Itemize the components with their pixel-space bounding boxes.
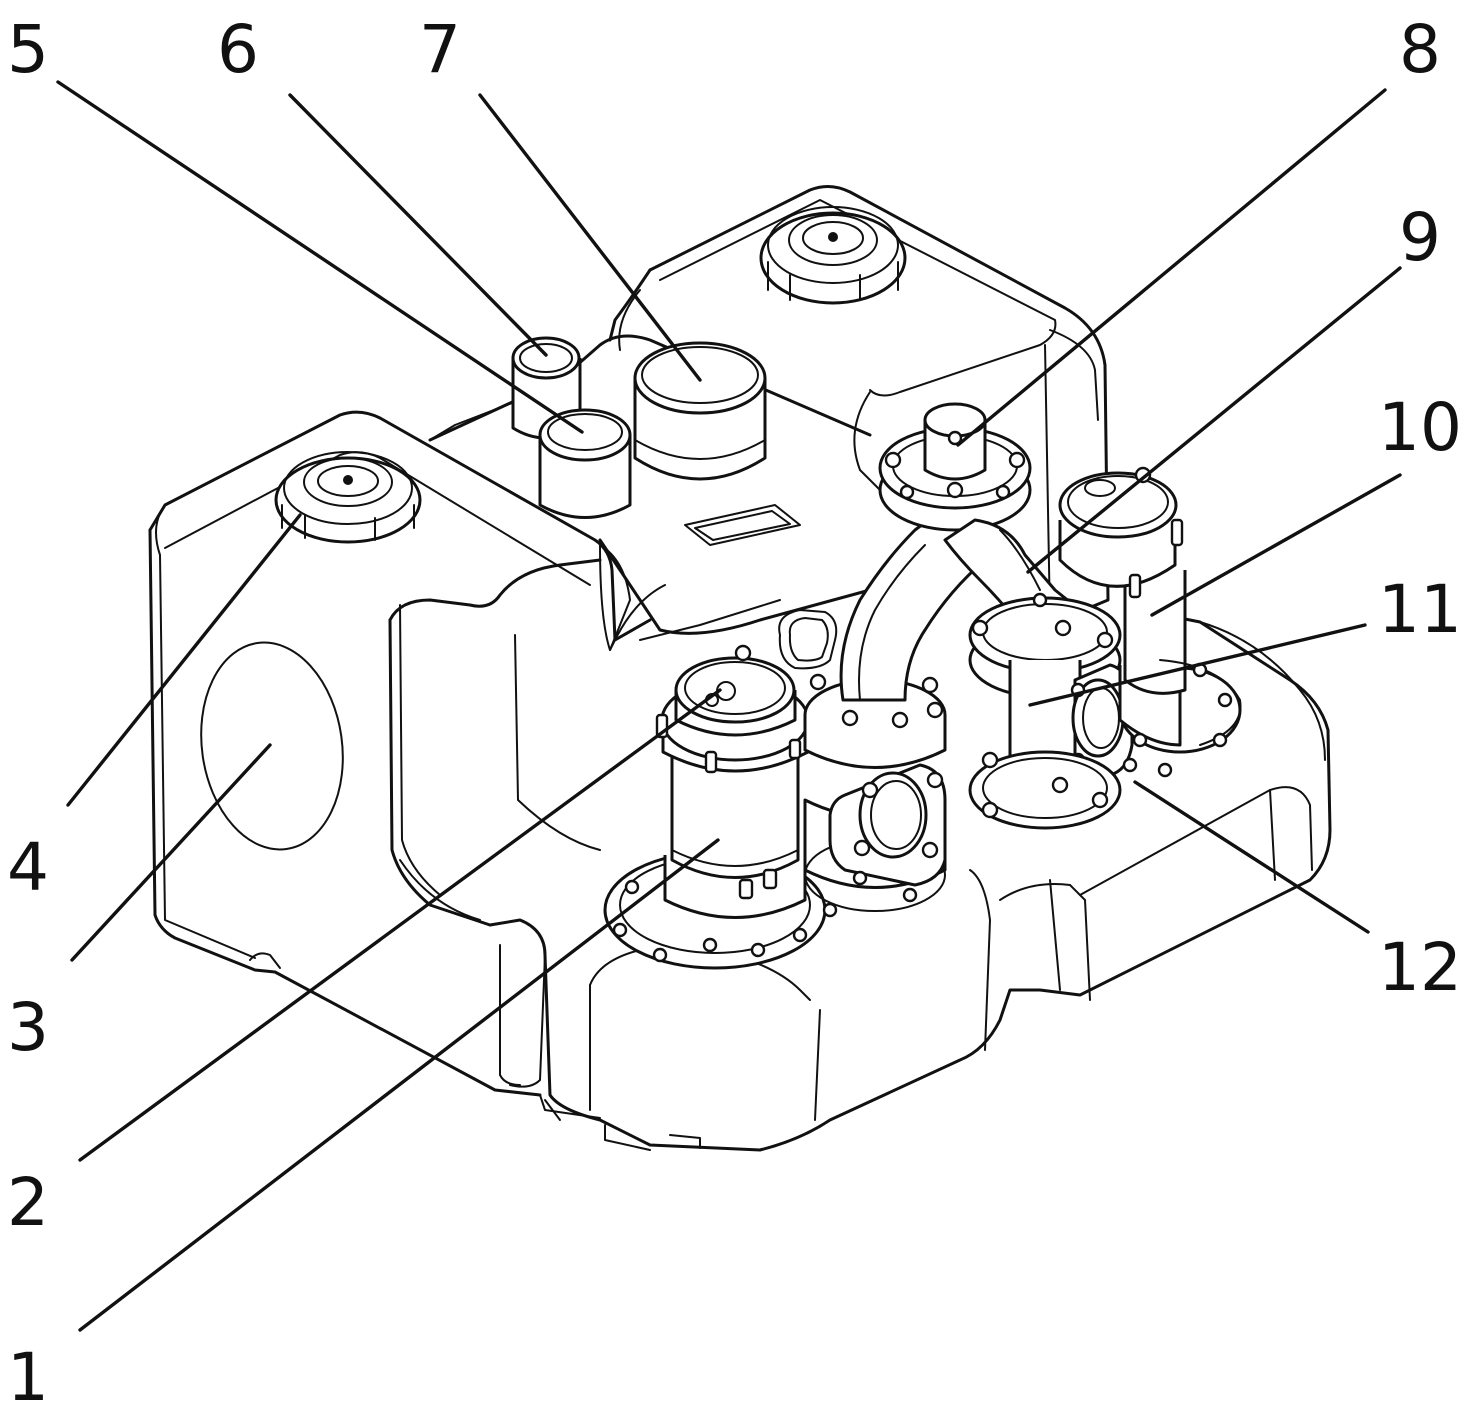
callout-4: 4 [7, 829, 49, 906]
callout-6: 6 [217, 11, 259, 88]
leader-line-4 [66, 513, 302, 807]
callout-11: 11 [1378, 571, 1462, 648]
left-check-valve [828, 763, 947, 903]
leader-line-5 [56, 80, 584, 434]
left-fill-cap [274, 451, 422, 544]
callout-3: 3 [7, 989, 49, 1066]
callout-1: 1 [7, 1339, 49, 1415]
leader-line-8 [956, 88, 1387, 447]
leader-line-12 [1133, 780, 1370, 934]
back-fill-cap [759, 206, 907, 305]
leader-line-7 [478, 93, 702, 382]
callout-8: 8 [1399, 11, 1441, 88]
back-tank [608, 185, 1110, 622]
controller-cap [633, 341, 767, 481]
vent-cap [538, 408, 632, 519]
callout-12: 12 [1378, 929, 1462, 1006]
callout-2: 2 [7, 1164, 49, 1241]
callout-7: 7 [419, 11, 461, 88]
left-pump [603, 644, 827, 970]
leader-line-10 [1150, 473, 1402, 617]
leader-line-2 [78, 688, 722, 1162]
right-base-plate [1122, 659, 1242, 778]
callout-5: 5 [7, 11, 49, 88]
leader-line-11 [1028, 623, 1367, 707]
leader-line-3 [70, 743, 272, 962]
leader-line-1 [78, 838, 720, 1332]
left-base-plate-bolts [612, 879, 838, 963]
leader-lines [56, 80, 1402, 1332]
callout-10: 10 [1378, 389, 1462, 466]
callout-9: 9 [1399, 199, 1441, 276]
left-tank [148, 410, 666, 1097]
inspection-window [200, 641, 344, 851]
leader-line-6 [288, 93, 548, 357]
leader-line-9 [1026, 266, 1402, 574]
outlet-manifold [878, 402, 1032, 532]
callout-labels: 1 2 3 4 5 6 7 8 9 10 11 12 [7, 11, 1462, 1415]
right-pipe-flange [968, 750, 1122, 830]
